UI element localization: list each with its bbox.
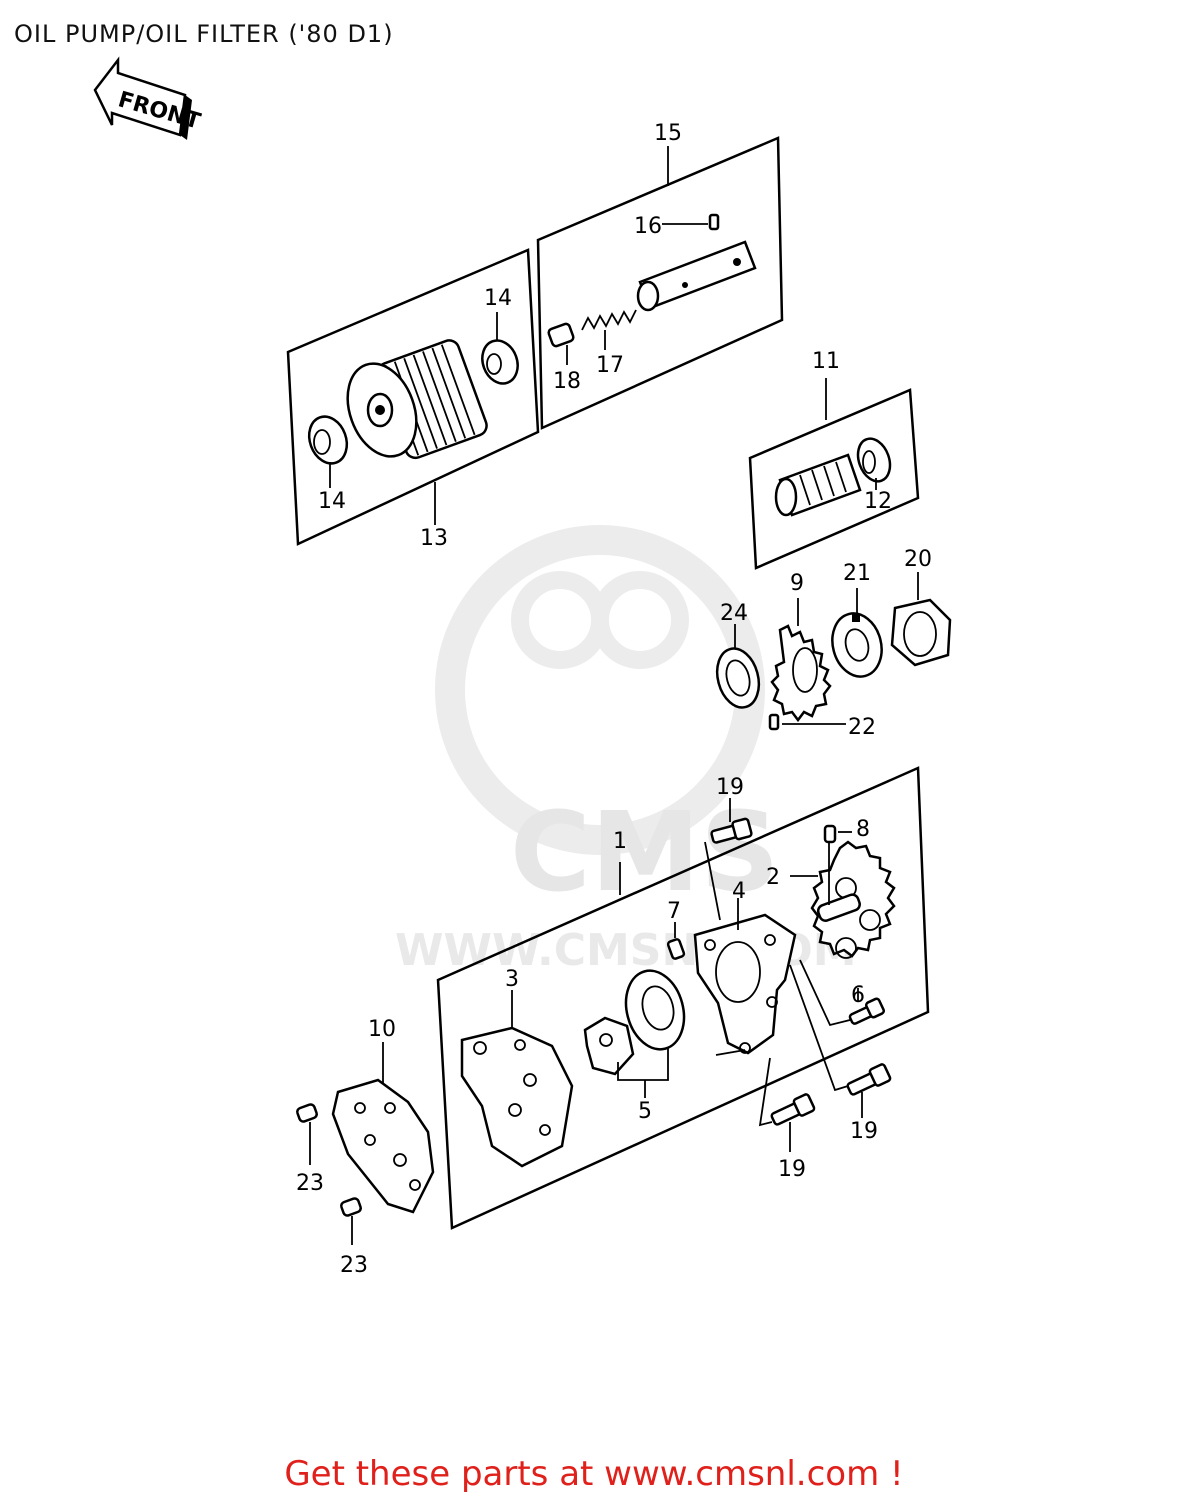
relief-spring: [581, 309, 637, 331]
callouts: 15 16 14 17 18 11 14 12 13 20 21 9 24 22…: [296, 121, 932, 1278]
callout-23-top: 23: [296, 1171, 324, 1196]
dowel-23-bottom: [340, 1197, 362, 1217]
washer-21: [831, 612, 883, 678]
pump-cover-3: [460, 1026, 574, 1168]
callout-22: 22: [848, 715, 876, 740]
outer-rotor-5: [624, 969, 686, 1051]
dowel-23-top: [296, 1103, 318, 1123]
callout-19-top: 19: [716, 775, 744, 800]
o-ring-12: [856, 437, 892, 483]
o-ring-14-left: [307, 415, 349, 465]
gear-9: [770, 624, 832, 723]
oil-filter-group-frame: [286, 248, 540, 546]
callout-14-top: 14: [484, 286, 512, 311]
o-ring-14-right: [481, 339, 519, 385]
callout-19-bottom: 19: [778, 1157, 806, 1182]
nut-20: [890, 598, 952, 667]
callout-19-right: 19: [850, 1119, 878, 1144]
callout-21: 21: [843, 561, 871, 586]
front-arrow: FRONT: [93, 56, 203, 140]
pump-body-4: [693, 913, 797, 1055]
callout-3: 3: [505, 967, 519, 992]
pin-7: [666, 938, 686, 960]
bolt-19-bottom: [770, 1093, 816, 1126]
callout-11: 11: [812, 349, 840, 374]
pin-16: [708, 213, 720, 231]
gear-2: [810, 840, 896, 959]
callout-24: 24: [720, 601, 748, 626]
pin-22: [768, 713, 780, 731]
callout-23-bottom: 23: [340, 1253, 368, 1278]
callout-9: 9: [790, 571, 804, 596]
washer-24: [715, 647, 761, 709]
callout-15: 15: [654, 121, 682, 146]
callout-14-bottom: 14: [318, 489, 346, 514]
oil-pump-group-frame: [436, 766, 930, 1230]
bolt-19-top: [710, 817, 753, 844]
callout-20: 20: [904, 547, 932, 572]
relief-valve-group-frame: [536, 136, 784, 430]
callout-17: 17: [596, 353, 624, 378]
callout-16: 16: [634, 214, 662, 239]
callout-4: 4: [732, 879, 746, 904]
callout-5: 5: [638, 1099, 652, 1124]
callout-10: 10: [368, 1017, 396, 1042]
watermark: CMS WWW.CMSNL.COM: [395, 525, 857, 976]
callout-7: 7: [667, 899, 681, 924]
oil-filter: [346, 339, 488, 460]
callout-6: 6: [851, 983, 865, 1008]
bolt-6: [848, 997, 885, 1025]
callout-8: 8: [856, 817, 870, 842]
gasket-10: [331, 1078, 435, 1214]
pin-8: [823, 824, 837, 844]
callout-12: 12: [864, 489, 892, 514]
watermark-logo: CMS: [510, 788, 779, 916]
callout-2: 2: [766, 865, 780, 890]
relief-valve-body: [636, 240, 757, 312]
oil-screen-group-frame: [748, 388, 920, 570]
promo-link[interactable]: Get these parts at www.cmsnl.com !: [284, 1454, 904, 1494]
bolt-19-right: [846, 1063, 892, 1096]
callout-1: 1: [613, 829, 627, 854]
oil-screen: [774, 453, 862, 517]
callout-13: 13: [420, 526, 448, 551]
relief-plunger: [547, 322, 575, 348]
page-title: OIL PUMP/OIL FILTER ('80 D1): [14, 20, 394, 48]
callout-18: 18: [553, 369, 581, 394]
inner-rotor-5: [583, 1016, 635, 1076]
